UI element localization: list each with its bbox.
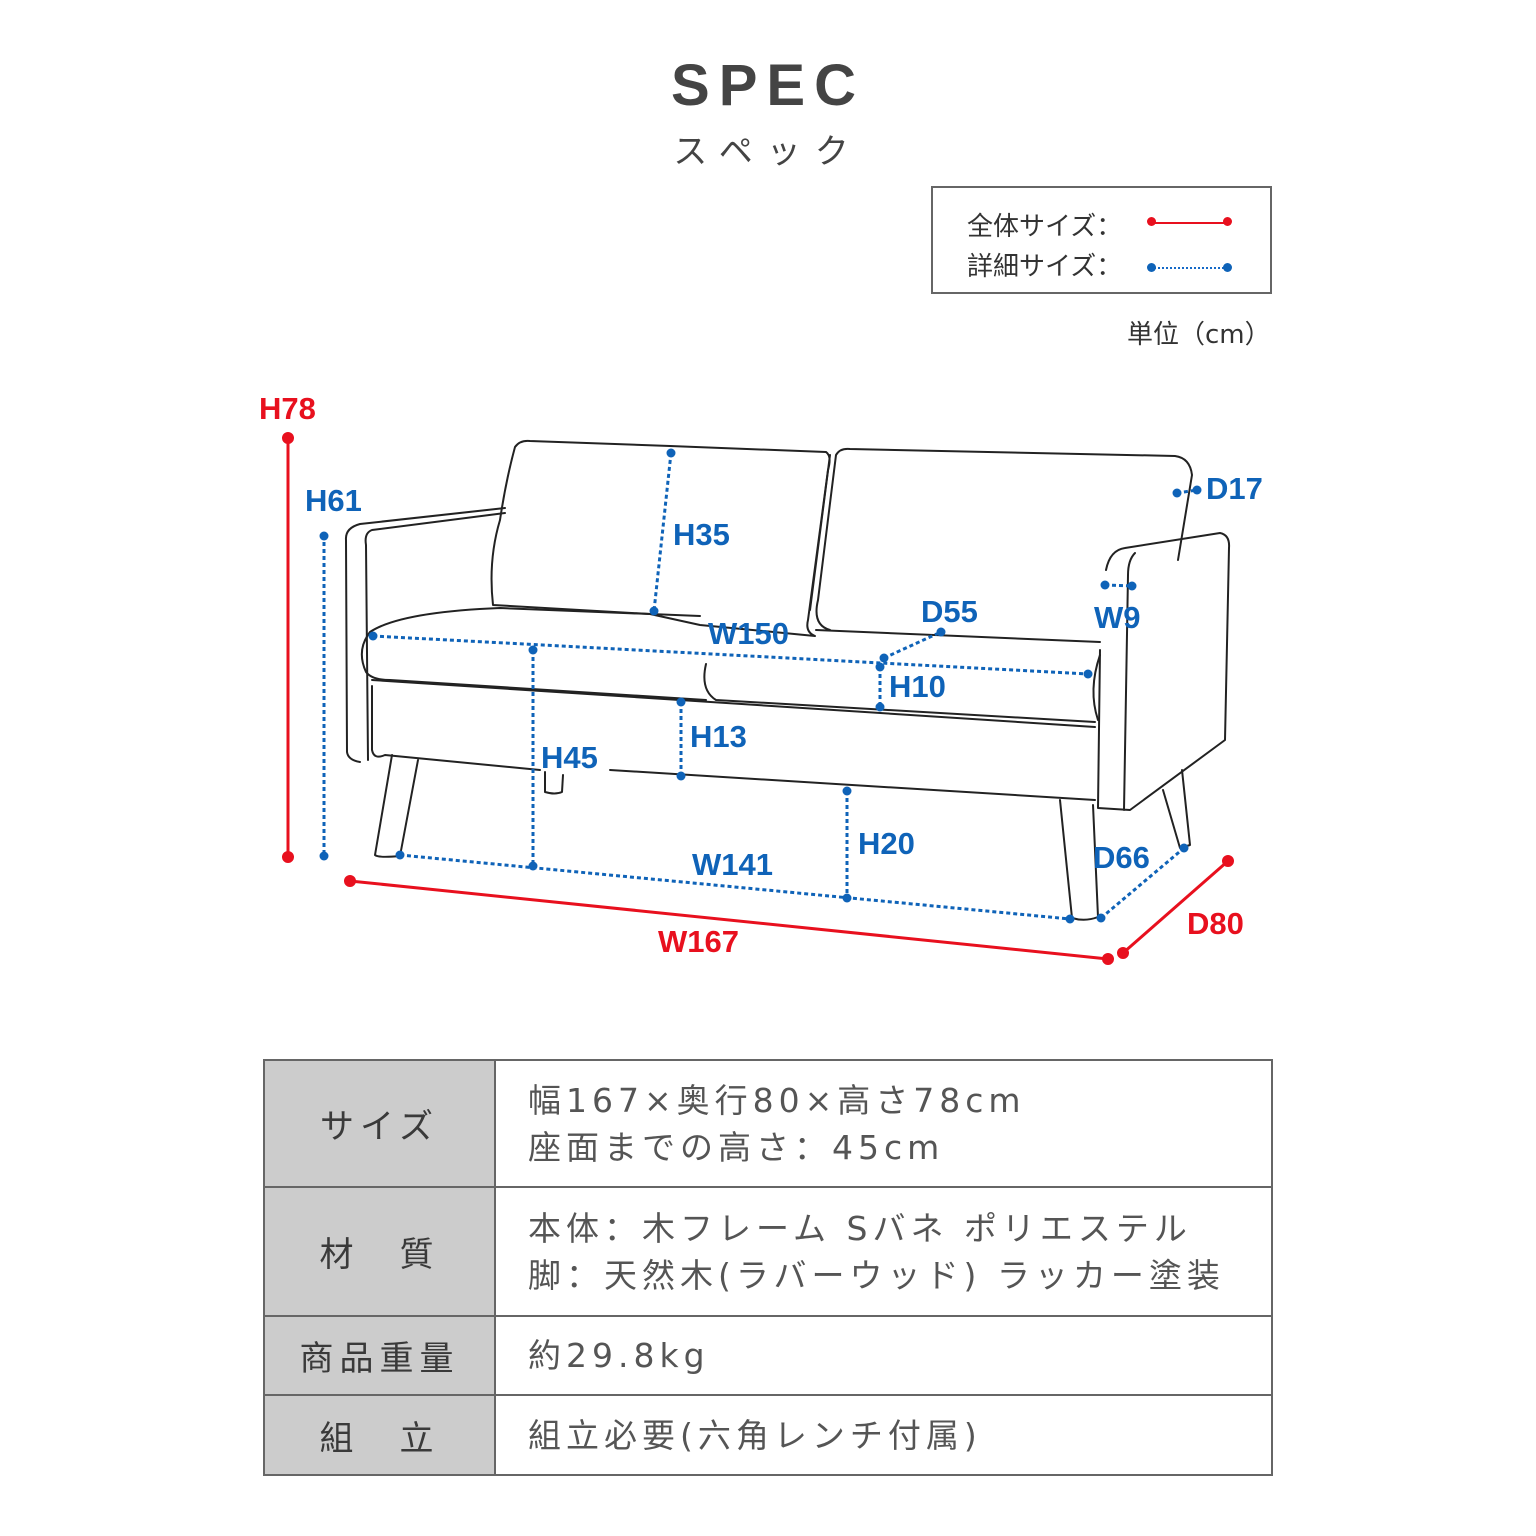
d55-line	[883, 630, 942, 660]
d66-dot-back	[1179, 843, 1189, 853]
right-back-cushion-inner	[809, 454, 831, 611]
label-w167: W167	[658, 924, 739, 959]
w167-dot-left	[344, 875, 356, 887]
size-line-1: 幅167×奥行80×高さ78cm	[528, 1080, 1026, 1120]
spec-table: サイズ 幅167×奥行80×高さ78cm 座面までの高さ：45cm 材 質 本体…	[263, 1059, 1273, 1476]
w167-line	[349, 879, 1109, 961]
d80-dot-back	[1222, 855, 1234, 867]
w141-dot-right	[1065, 914, 1075, 924]
front-left-leg	[374, 754, 419, 858]
label-h45: H45	[541, 740, 598, 775]
d80-line	[1122, 859, 1229, 955]
row-value: 約29.8kg	[494, 1315, 1273, 1396]
table-row-assembly: 組 立 組立必要(六角レンチ付属)	[263, 1394, 1273, 1476]
h20-dot-bottom	[842, 893, 852, 903]
legend-overall-dot-start	[1147, 217, 1156, 226]
legend-detail-label: 詳細サイズ：	[967, 252, 1123, 282]
row-label: 組 立	[263, 1394, 496, 1476]
d55-dot-back	[936, 627, 946, 637]
left-seat-cushion	[360, 607, 707, 701]
legend-detail-dot-start	[1147, 263, 1156, 272]
right-arm	[1097, 532, 1231, 811]
left-back-cushion	[490, 439, 831, 637]
w167-dot-right	[1102, 953, 1114, 965]
material-line-2: 脚：天然木(ラバーウッド) ラッカー塗装	[528, 1255, 1225, 1295]
h78-dot-bottom	[282, 851, 294, 863]
row-label: サイズ	[263, 1059, 496, 1188]
label-d17: D17	[1206, 471, 1263, 506]
right-back-cushion	[815, 447, 1193, 631]
h10-dot-bottom	[875, 702, 885, 712]
right-seat-cushion	[703, 629, 1101, 723]
table-row-weight: 商品重量 約29.8kg	[263, 1315, 1273, 1396]
label-d55: D55	[921, 594, 978, 629]
row-value: 幅167×奥行80×高さ78cm 座面までの高さ：45cm	[494, 1059, 1273, 1188]
material-line-1: 本体：木フレーム Sバネ ポリエステル	[528, 1208, 1192, 1248]
h35-line	[652, 452, 673, 612]
h10-dot-top	[875, 662, 885, 672]
h45-dot-top	[528, 645, 538, 655]
h13-dot-bottom	[676, 771, 686, 781]
d17-dot-a	[1172, 488, 1182, 498]
label-d80: D80	[1187, 906, 1244, 941]
back-left-leg	[544, 771, 564, 795]
h45-dot-bottom	[528, 861, 538, 871]
w9-dot-right	[1127, 581, 1137, 591]
right-seat-cushion-end	[1092, 654, 1101, 721]
table-row-size: サイズ 幅167×奥行80×高さ78cm 座面までの高さ：45cm	[263, 1059, 1273, 1188]
legend-detail-dot-end	[1223, 263, 1232, 272]
label-w141: W141	[692, 847, 773, 882]
detail-dimension-lines	[322, 452, 1198, 921]
legend-overall-dot-end	[1223, 217, 1232, 226]
row-label: 商品重量	[263, 1315, 496, 1396]
w141-line	[399, 853, 1071, 921]
h13-dot-top	[676, 697, 686, 707]
sofa-dimension-diagram: H78 W167 D80 H61 H35 D17 W150 D55 W9 H10…	[259, 391, 1263, 965]
legend-overall-label: 全体サイズ：	[967, 212, 1123, 242]
h35-dot-top	[666, 448, 676, 458]
label-h35: H35	[673, 517, 730, 552]
d66-dot-front	[1096, 913, 1106, 923]
label-h10: H10	[889, 669, 946, 704]
h61-dot-top	[319, 531, 329, 541]
w150-line	[372, 634, 1089, 676]
legend-overall-line	[1151, 222, 1227, 224]
label-h20: H20	[858, 826, 915, 861]
table-row-material: 材 質 本体：木フレーム Sバネ ポリエステル 脚：天然木(ラバーウッド) ラッ…	[263, 1186, 1273, 1317]
w150-dot-right	[1083, 669, 1093, 679]
label-h61: H61	[305, 483, 362, 518]
d80-dot-front	[1117, 947, 1129, 959]
unit-label: 単位（cm）	[1127, 320, 1271, 350]
w9-line	[1104, 583, 1133, 588]
w150-dot-left	[368, 631, 378, 641]
weight-line: 約29.8kg	[528, 1336, 710, 1375]
label-h78: H78	[259, 391, 316, 426]
label-w9: W9	[1094, 600, 1141, 635]
legend-detail-line	[1151, 267, 1227, 269]
front-apron	[371, 679, 1096, 801]
w9-dot-left	[1100, 580, 1110, 590]
left-arm	[344, 507, 506, 763]
detail-dimension-dots	[319, 448, 1202, 924]
label-h13: H13	[690, 719, 747, 754]
h35-dot-bottom	[649, 606, 659, 616]
page-subtitle: スペック	[673, 132, 863, 172]
row-value: 本体：木フレーム Sバネ ポリエステル 脚：天然木(ラバーウッド) ラッカー塗装	[494, 1186, 1273, 1317]
row-value: 組立必要(六角レンチ付属)	[494, 1394, 1273, 1476]
page-title: SPEC	[671, 53, 865, 118]
d17-dot-b	[1192, 485, 1202, 495]
size-line-2: 座面までの高さ：45cm	[528, 1127, 945, 1167]
h61-dot-bottom	[319, 851, 329, 861]
label-d66: D66	[1093, 840, 1150, 875]
h78-dot-top	[282, 432, 294, 444]
h20-dot-top	[842, 786, 852, 796]
row-label: 材 質	[263, 1186, 496, 1317]
assembly-line: 組立必要(六角レンチ付属)	[528, 1415, 982, 1455]
d55-dot-front	[879, 653, 889, 663]
label-w150: W150	[708, 616, 789, 651]
w141-dot-left	[395, 850, 405, 860]
overall-dimension-lines	[282, 432, 1234, 965]
legend-box: 全体サイズ： 詳細サイズ：	[931, 186, 1272, 294]
